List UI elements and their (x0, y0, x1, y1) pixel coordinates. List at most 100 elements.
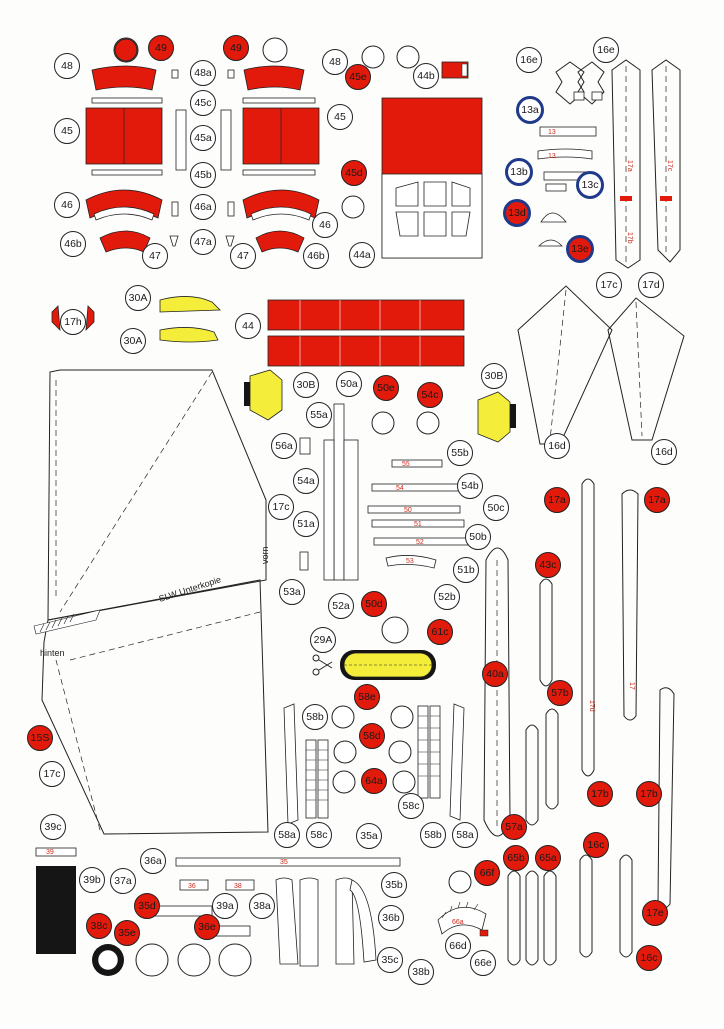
part-label-circle (427, 619, 453, 645)
part-label-circle (336, 371, 362, 397)
part-label-45d: 45d (341, 160, 367, 186)
part-label-text: 48 (61, 60, 73, 72)
part-label-circle (636, 781, 662, 807)
part-label-text: 16d (655, 446, 673, 458)
part-label-circle (328, 593, 354, 619)
part-label-circle (505, 158, 533, 186)
part-label-text: 50a (340, 378, 358, 390)
part-label-text: 50b (469, 531, 487, 543)
panel-17c-lower (41, 579, 269, 835)
part-label-text: 35e (118, 927, 136, 939)
part-label-16c: 16c (636, 945, 662, 971)
part-label-17a: 17a (644, 487, 670, 513)
part-label-circle (327, 104, 353, 130)
part-label-text: 38b (412, 966, 430, 978)
part-30b-blocks (244, 369, 516, 443)
part-number: 39 (46, 849, 54, 856)
part-label-circle (452, 822, 478, 848)
part-label-text: 65b (507, 852, 525, 864)
part-label-35d: 35d (134, 893, 160, 919)
part-label-text: 36b (382, 912, 400, 924)
strip-45c-left (91, 97, 163, 104)
scissors-icon (312, 654, 333, 676)
part-label-text: 51b (457, 564, 475, 576)
part-label-circle (306, 402, 332, 428)
part-label-text: 30A (124, 335, 143, 347)
part-label-text: 56a (275, 440, 293, 452)
part-label-55a: 55a (306, 402, 332, 428)
part-label-text: 45b (194, 169, 212, 181)
part-label-circle (60, 309, 86, 335)
part-label-circle (535, 845, 561, 871)
part-label-circle (470, 950, 496, 976)
part-label-text: 15S (31, 732, 50, 744)
part-label-51b: 51b (453, 557, 479, 583)
part-number: 53 (406, 558, 414, 565)
part-label-circle (293, 372, 319, 398)
part-label-text: 43c (540, 559, 557, 571)
part-label-circle (457, 473, 483, 499)
part-label-circle (271, 433, 297, 459)
part-label-circle (142, 243, 168, 269)
part-label-circle (302, 704, 328, 730)
part-label-circle (354, 684, 380, 710)
part-label-circle (544, 433, 570, 459)
part-label-text: 54b (461, 480, 479, 492)
part-label-text: 58c (403, 800, 420, 812)
part-label-circle (134, 893, 160, 919)
part-label-57a: 57a (501, 814, 527, 840)
part-label-circle (587, 781, 613, 807)
part-label-text: 48 (329, 56, 341, 68)
part-label-text: 55b (451, 447, 469, 459)
part-48-left (91, 65, 157, 91)
part-label-46: 46 (54, 192, 80, 218)
part-label-50b: 50b (465, 524, 491, 550)
part-label-66e: 66e (470, 950, 496, 976)
part-label-29A: 29A (310, 627, 336, 653)
part-label-text: 58d (363, 730, 381, 742)
part-label-text: 57a (505, 821, 523, 833)
part-label-circle (481, 363, 507, 389)
part-label-circle (341, 160, 367, 186)
part-label-circle (54, 53, 80, 79)
part-label-circle (583, 832, 609, 858)
part-label-text: 50d (365, 598, 383, 610)
part-label-text: 17a (648, 494, 666, 506)
part-label-52b: 52b (434, 584, 460, 610)
part-label-text: 45c (195, 97, 212, 109)
part-label-44a: 44a (349, 242, 375, 268)
part-label-45: 45 (54, 118, 80, 144)
part-label-circle (636, 945, 662, 971)
fender-group-left (85, 37, 163, 253)
part-label-text: 58a (456, 829, 474, 841)
part-label-text: 39a (216, 900, 234, 912)
part-label-17c: 17c (596, 272, 622, 298)
part-label-circle (447, 440, 473, 466)
part-label-49: 49 (223, 35, 249, 61)
part-58-ladders (283, 703, 465, 825)
part-label-circle (453, 557, 479, 583)
part-30a-bottom (159, 327, 219, 343)
part-label-circle (194, 914, 220, 940)
part-label-text: 17c (44, 768, 61, 780)
part-label-54a: 54a (293, 468, 319, 494)
inscription-vorn: vorn (260, 546, 270, 564)
part-label-47: 47 (230, 243, 256, 269)
part-label-text: 13a (521, 104, 539, 116)
part-label-text: 13e (571, 243, 589, 255)
part-label-13c: 13c (576, 171, 604, 199)
part-66 (437, 870, 489, 937)
part-label-text: 46 (319, 219, 331, 231)
part-label-text: 46 (61, 199, 73, 211)
part-label-text: 16c (641, 952, 658, 964)
part-label-circle (190, 60, 216, 86)
part-label-30B: 30B (481, 363, 507, 389)
part-label-43c: 43c (535, 552, 561, 578)
part-label-text: 52a (332, 600, 350, 612)
part-label-13d: 13d (503, 199, 531, 227)
part-label-text: 58b (424, 829, 442, 841)
part-label-45e: 45e (345, 64, 371, 90)
part-number: 17b (626, 232, 633, 244)
part-44b (441, 61, 469, 79)
